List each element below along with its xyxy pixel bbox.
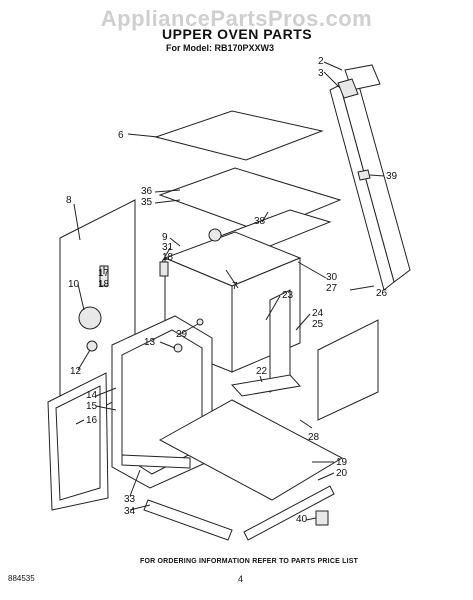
trim-20 xyxy=(243,485,335,541)
callout-3: 3 xyxy=(318,68,324,79)
switch-part xyxy=(159,261,169,277)
callout-24: 24 xyxy=(312,308,324,319)
watermark: AppliancePartsPros.com xyxy=(100,6,373,31)
callout-16: 16 xyxy=(86,415,98,426)
ordering-info-footer: FOR ORDERING INFORMATION REFER TO PARTS … xyxy=(140,558,359,565)
clip-part xyxy=(337,78,359,99)
door-gasket-inner xyxy=(55,385,101,501)
callout-20: 20 xyxy=(336,468,348,479)
callout-34: 34 xyxy=(124,506,136,517)
callout-25: 25 xyxy=(312,319,324,330)
callout-15: 15 xyxy=(86,401,98,412)
page-title: UPPER OVEN PARTS xyxy=(162,26,313,42)
bracket-22 xyxy=(231,374,301,397)
lamp-part xyxy=(86,340,98,352)
callout-27: 27 xyxy=(326,283,338,294)
callout-8: 8 xyxy=(66,195,72,206)
thermostat-part xyxy=(78,306,102,330)
callout-19: 19 xyxy=(336,457,348,468)
callout-23: 23 xyxy=(282,290,294,301)
control-panel xyxy=(317,319,379,421)
callout-30: 30 xyxy=(326,272,338,283)
callout-7: 7 xyxy=(232,281,238,292)
trim-33 xyxy=(121,454,191,469)
top-cover-panel xyxy=(154,110,324,161)
callout-13: 13 xyxy=(144,337,156,348)
callout-29: 29 xyxy=(176,329,188,340)
callout-6: 6 xyxy=(118,130,124,141)
document-number: 884535 xyxy=(8,574,35,583)
side-panel-right-edge xyxy=(329,84,395,291)
model-label: For Model: RB170PXXW3 xyxy=(166,43,275,53)
trim-34 xyxy=(143,499,233,541)
plug-part xyxy=(196,318,204,326)
callout-17: 17 xyxy=(98,268,110,279)
page-number: 4 xyxy=(238,574,244,584)
callout-18a: 18 xyxy=(162,252,174,263)
clip-40 xyxy=(315,510,329,526)
callout-35: 35 xyxy=(141,197,153,208)
callout-2: 2 xyxy=(318,56,324,67)
callout-14: 14 xyxy=(86,390,98,401)
callout-12: 12 xyxy=(70,366,82,377)
callout-28: 28 xyxy=(308,432,320,443)
callout-31: 31 xyxy=(162,242,174,253)
callout-22: 22 xyxy=(256,366,268,377)
clip-39 xyxy=(357,169,371,181)
callout-39: 39 xyxy=(386,171,398,182)
sensor-part xyxy=(208,228,222,242)
callout-38: 38 xyxy=(254,216,266,227)
callout-33: 33 xyxy=(124,494,136,505)
callout-26: 26 xyxy=(376,288,388,299)
callout-36: 36 xyxy=(141,186,153,197)
bottom-panel xyxy=(158,399,344,501)
callout-18b: 18 xyxy=(98,279,110,290)
callout-9: 9 xyxy=(162,232,168,243)
callout-40: 40 xyxy=(296,514,308,525)
callout-10: 10 xyxy=(68,279,80,290)
screw-part xyxy=(173,343,183,353)
